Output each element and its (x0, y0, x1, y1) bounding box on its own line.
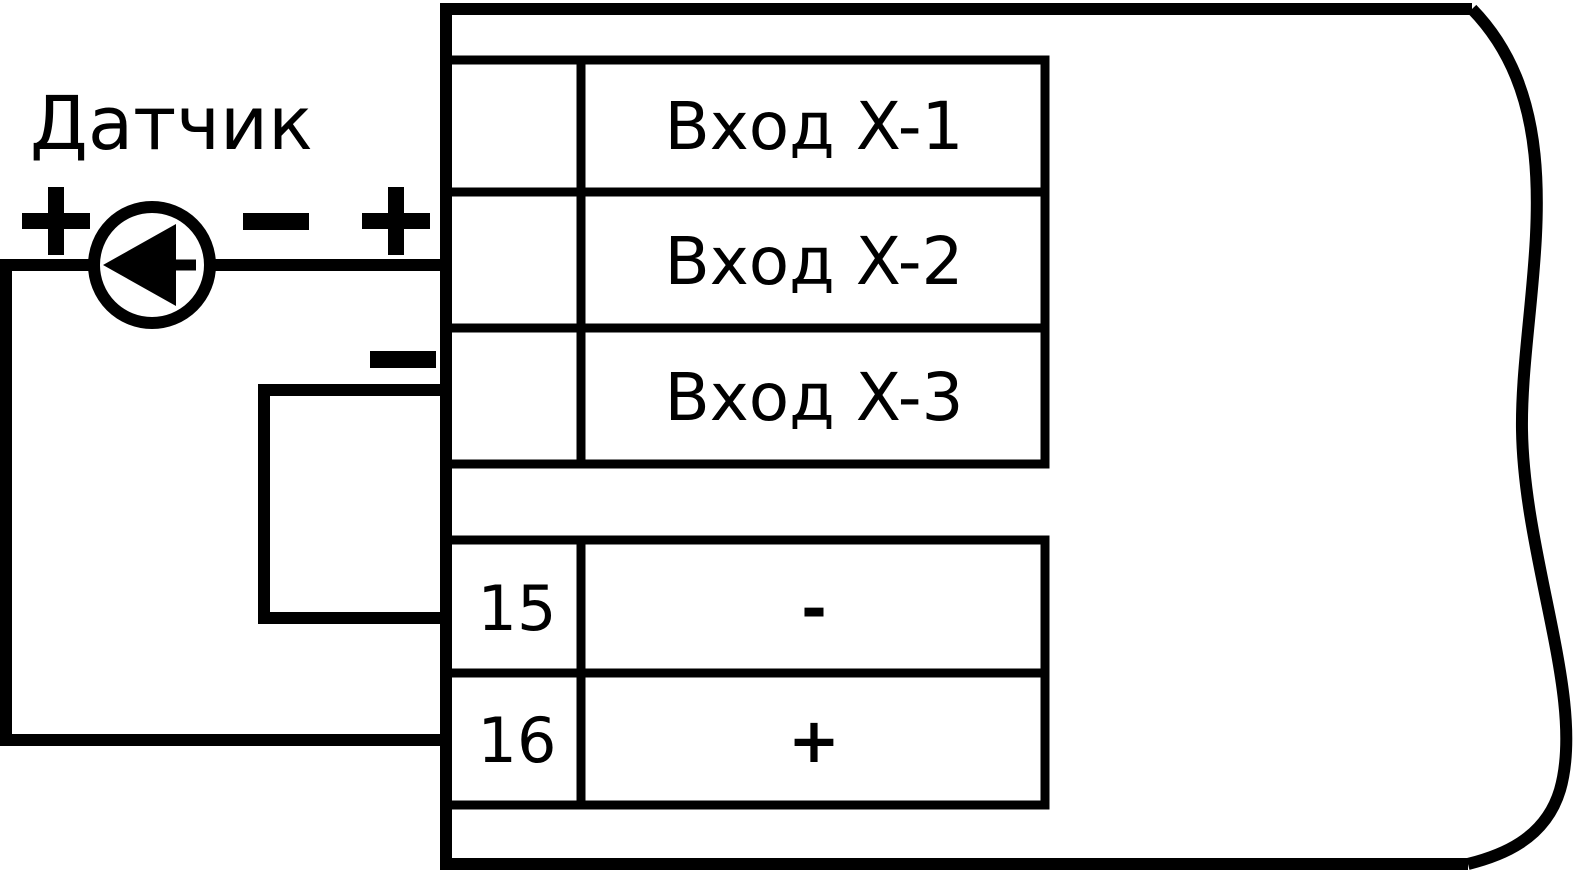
current-source-symbol (88, 201, 216, 329)
input-row-2-number (456, 196, 578, 326)
power-terminal-table (452, 535, 1050, 810)
input-row-3-label: Вход X-3 (664, 358, 964, 436)
power-row-16-label: + (788, 703, 840, 777)
sign-plus-source-left (22, 187, 90, 255)
input-row-1-number (456, 62, 578, 190)
sensor-label: Датчик (30, 81, 313, 167)
input-terminal-table (452, 55, 1050, 469)
wire-jumper-x3-to-15 (258, 384, 446, 624)
device-panel-outline (440, 3, 1573, 870)
sign-minus-source-right (243, 213, 309, 230)
sign-minus-device-input (370, 351, 436, 368)
input-row-1-label: Вход X-1 (664, 87, 964, 165)
input-row-2-label: Вход X-2 (664, 222, 964, 300)
sign-plus-device-input (362, 187, 430, 255)
power-row-15-label: - (801, 571, 827, 645)
power-row-15-number: 15 (477, 571, 557, 645)
input-row-3-number (456, 332, 578, 462)
power-row-16-number: 16 (477, 703, 557, 777)
sensor-wiring (0, 259, 446, 746)
